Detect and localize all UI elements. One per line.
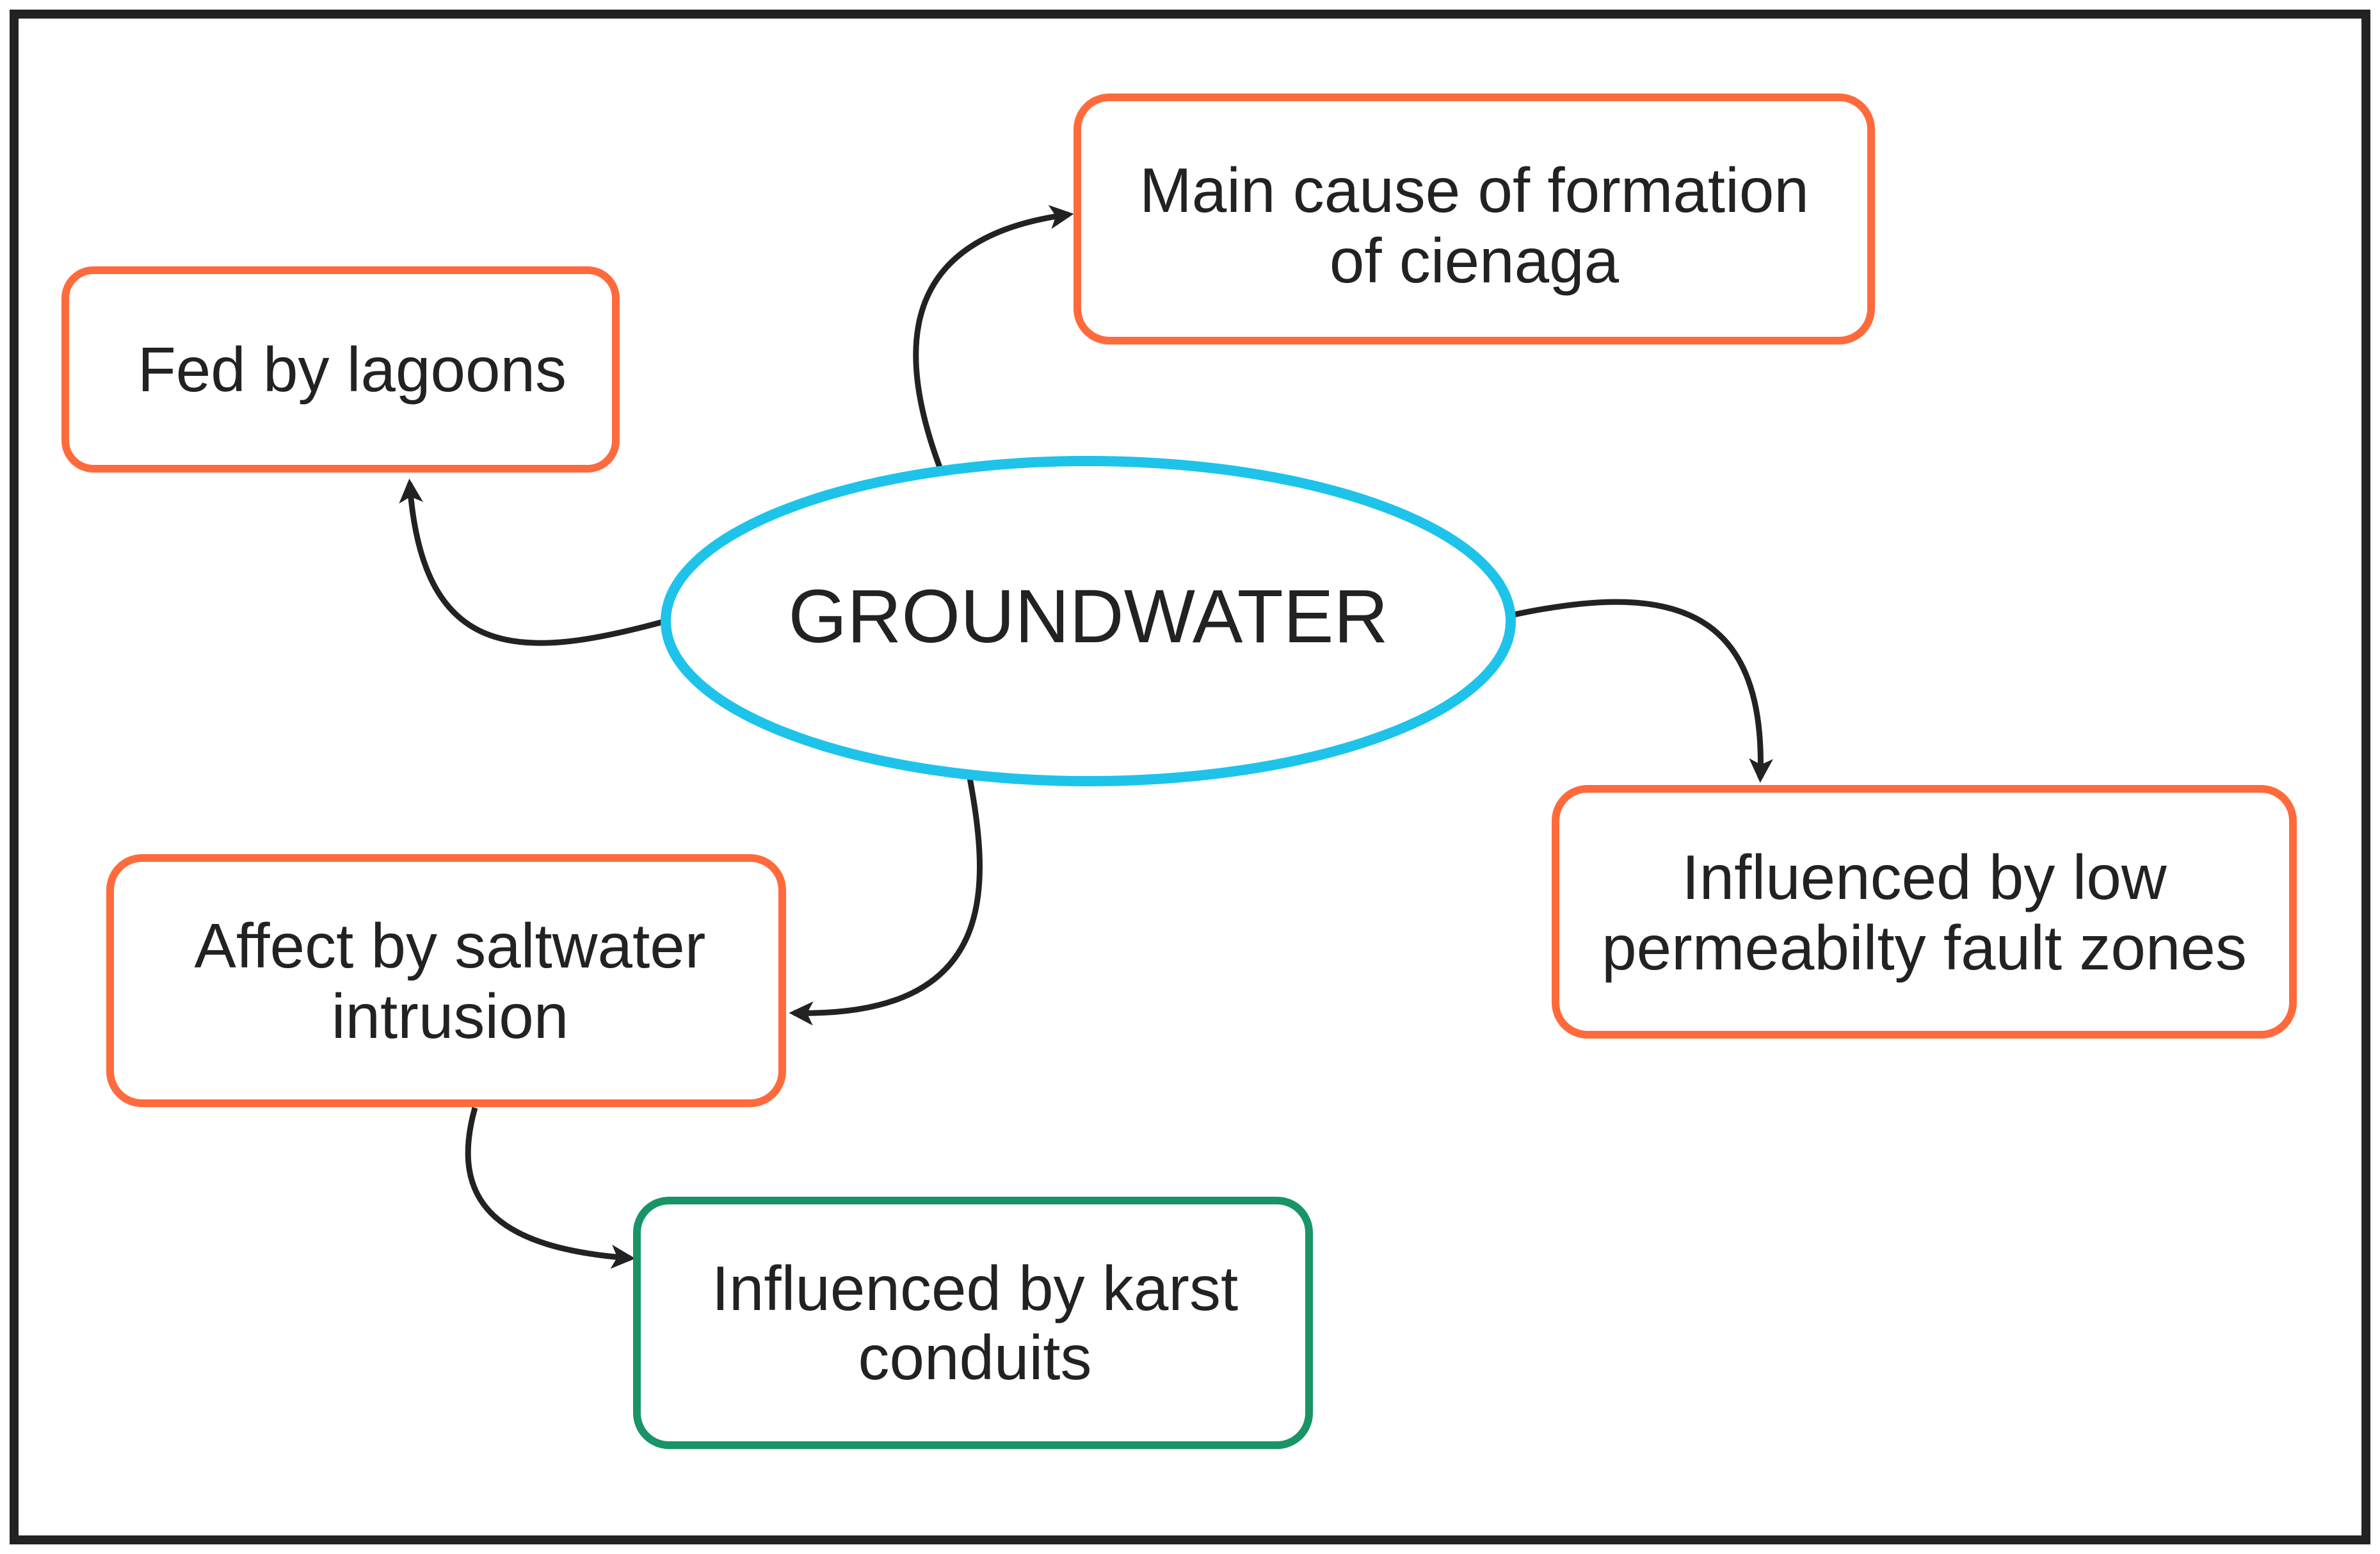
node-fault-zones-box	[1552, 785, 2297, 1039]
arrow-to-fed-by-lagoons	[399, 478, 667, 646]
node-fault-zones: Influenced by low permeabilty fault zone…	[1552, 785, 2297, 1039]
arrow-to-main-cause	[913, 205, 1074, 472]
node-karst-line-1: Influenced by karst	[712, 1253, 1239, 1323]
arrow-to-karst	[465, 1106, 636, 1269]
groundwater-ellipse	[661, 456, 1516, 786]
node-saltwater: Affect by saltwater intrusion	[106, 854, 786, 1107]
node-fed-by-lagoons-line-1: Fed by lagoons	[138, 334, 567, 405]
node-main-cause: Main cause of formation of cienaga	[1073, 93, 1875, 344]
node-saltwater-line-2: intrusion	[332, 981, 568, 1051]
node-karst-box	[633, 1197, 1313, 1449]
groundwater-label: GROUNDWATER	[788, 574, 1388, 659]
node-fed-by-lagoons-box	[61, 266, 620, 473]
node-saltwater-box	[106, 854, 786, 1107]
node-main-cause-line-1: Main cause of formation	[1139, 155, 1809, 225]
node-saltwater-line-1: Affect by saltwater	[195, 911, 706, 981]
node-fault-zones-line-2: permeabilty fault zones	[1602, 912, 2247, 983]
arrow-to-saltwater	[789, 777, 983, 1026]
node-karst: Influenced by karst conduits	[633, 1197, 1313, 1449]
node-fed-by-lagoons: Fed by lagoons	[61, 266, 620, 473]
node-main-cause-box	[1073, 93, 1875, 344]
node-fault-zones-line-1: Influenced by low	[1682, 842, 2167, 912]
node-main-cause-line-2: of cienaga	[1330, 225, 1620, 296]
arrow-to-fault-zones	[1513, 599, 1773, 783]
node-karst-line-2: conduits	[858, 1322, 1091, 1393]
